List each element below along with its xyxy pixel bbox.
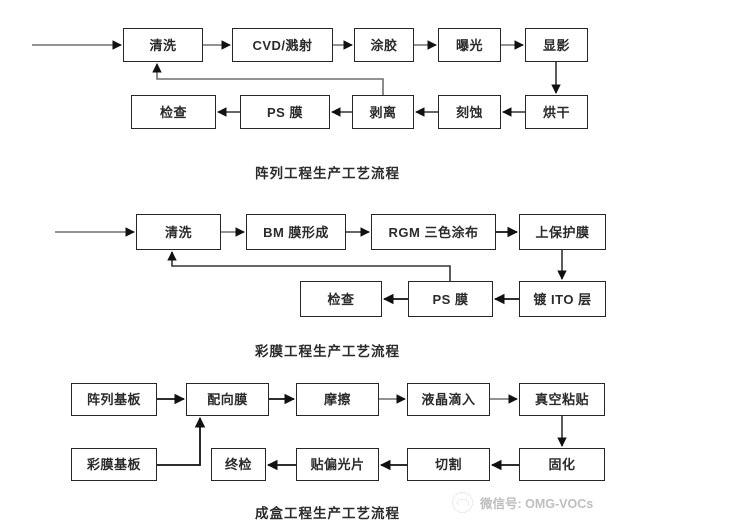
wechat-icon xyxy=(452,492,473,513)
process-node-c4[interactable]: 液晶滴入 xyxy=(407,383,490,416)
process-node-c5[interactable]: 真空粘贴 xyxy=(519,383,605,416)
flowchart-caption-3: 成盒工程生产工艺流程 xyxy=(255,506,400,521)
process-node-a1[interactable]: 清洗 xyxy=(123,28,203,62)
process-node-c1[interactable]: 阵列基板 xyxy=(71,383,157,416)
arrow-c10-c2 xyxy=(157,416,206,466)
process-node-c9[interactable]: 终检 xyxy=(211,448,266,481)
process-node-b4[interactable]: 上保护膜 xyxy=(519,214,606,250)
process-node-c3[interactable]: 摩擦 xyxy=(296,383,379,416)
process-node-c10[interactable]: 彩膜基板 xyxy=(71,448,157,481)
arrow-feedback-a8-a1 xyxy=(152,63,384,95)
process-node-a3[interactable]: 涂胶 xyxy=(354,28,414,62)
process-node-a2[interactable]: CVD/溅射 xyxy=(232,28,333,62)
process-node-c2[interactable]: 配向膜 xyxy=(186,383,269,416)
process-node-b1[interactable]: 清洗 xyxy=(136,214,221,250)
process-node-a5[interactable]: 显影 xyxy=(525,28,588,62)
flow3-connectors xyxy=(157,393,567,471)
watermark: 微信号: OMG-VOCs xyxy=(452,492,593,513)
process-node-a9[interactable]: PS 膜 xyxy=(240,95,330,129)
process-node-b3[interactable]: RGM 三色涂布 xyxy=(371,214,496,250)
arrow-feedback-b6-b1 xyxy=(167,251,451,281)
flowchart-caption-1: 阵列工程生产工艺流程 xyxy=(255,166,400,181)
process-node-b7[interactable]: 检查 xyxy=(300,281,382,317)
process-node-c6[interactable]: 固化 xyxy=(519,448,605,481)
flow2-connectors xyxy=(55,226,567,305)
process-node-c8[interactable]: 贴偏光片 xyxy=(296,448,379,481)
watermark-text: 微信号: OMG-VOCs xyxy=(480,497,594,511)
process-node-a7[interactable]: 刻蚀 xyxy=(438,95,501,129)
process-node-c7[interactable]: 切割 xyxy=(407,448,490,481)
process-node-b6[interactable]: PS 膜 xyxy=(408,281,493,317)
process-node-a8[interactable]: 剥离 xyxy=(352,95,414,129)
process-node-b2[interactable]: BM 膜形成 xyxy=(246,214,346,250)
process-node-a10[interactable]: 检查 xyxy=(131,95,216,129)
process-node-b5[interactable]: 镀 ITO 层 xyxy=(519,281,606,317)
process-node-a6[interactable]: 烘干 xyxy=(525,95,588,129)
flowchart-caption-2: 彩膜工程生产工艺流程 xyxy=(255,344,400,359)
process-node-a4[interactable]: 曝光 xyxy=(438,28,501,62)
flow1-connectors xyxy=(32,40,561,117)
